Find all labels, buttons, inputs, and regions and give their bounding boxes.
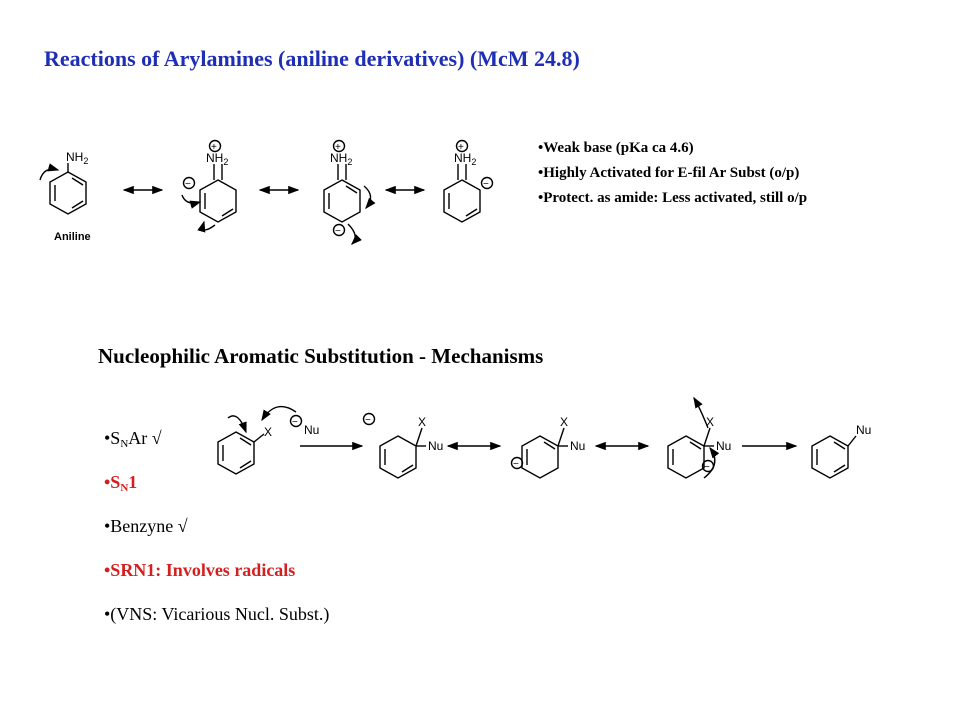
nucleophile-label: Nu [304, 423, 319, 437]
mechanism-snar: •SNAr √ [104, 428, 162, 450]
mechanism-sn1: •SN1 [104, 472, 138, 494]
property-weak-base: •Weak base (pKa ca 4.6) [538, 140, 694, 156]
plus-label-3: + [335, 142, 341, 153]
mechanism-srn1: •SRN1: Involves radicals [104, 560, 296, 580]
meisenheimer-1 [362, 412, 426, 479]
property-activated: •Highly Activated for E-fil Ar Subst (o/… [538, 165, 800, 181]
resonance-structure-4 [443, 139, 494, 223]
snar-x-label: X [264, 425, 272, 439]
nh2-label-4: NH2 [454, 151, 476, 167]
m2-nu-label: Nu [570, 439, 585, 453]
mechanism-vns: •(VNS: Vicarious Nucl. Subst.) [104, 604, 330, 624]
m1-x-label: X [418, 415, 426, 429]
aniline-properties-list: •Weak base (pKa ca 4.6) •Highly Activate… [538, 136, 807, 211]
nucleophile-minus: − [292, 417, 298, 428]
m2-minus-label: − [513, 459, 519, 470]
mechanism-benzyne: •Benzyne √ [104, 516, 188, 536]
minus-label-2: − [185, 179, 191, 190]
resonance-structure-2 [181, 139, 237, 233]
m3-nu-label: Nu [716, 439, 731, 453]
m2-x-label: X [560, 415, 568, 429]
nh2-label-2: NH2 [206, 151, 228, 167]
m1-nu-label: Nu [428, 439, 443, 453]
snar-product [811, 435, 857, 479]
page-title: Reactions of Arylamines (aniline derivat… [44, 46, 580, 71]
meisenheimer-3 [667, 396, 720, 479]
m3-minus-label: − [704, 462, 710, 473]
meisenheimer-2 [510, 427, 568, 479]
nh2-label-3: NH2 [330, 151, 352, 167]
snar-reactant [217, 405, 303, 475]
minus-label-4: − [483, 179, 489, 190]
plus-label-2: + [211, 142, 217, 153]
mechanism-list: •SNAr √ •SN1 •Benzyne √ •SRN1: Involves … [104, 428, 329, 648]
resonance-structure-3 [323, 139, 376, 245]
aniline-label: Aniline [54, 231, 91, 243]
m3-x-label: X [706, 415, 714, 429]
minus-label-3: − [335, 226, 341, 237]
aniline-structure [39, 163, 87, 215]
plus-label-4: + [458, 142, 464, 153]
property-protection: •Protect. as amide: Less activated, stil… [538, 190, 808, 206]
section-subtitle: Nucleophilic Aromatic Substitution - Mec… [98, 344, 544, 368]
product-nu-label: Nu [856, 423, 871, 437]
m1-minus-label: − [365, 415, 371, 426]
aniline-nh2: NH2 [66, 150, 88, 166]
